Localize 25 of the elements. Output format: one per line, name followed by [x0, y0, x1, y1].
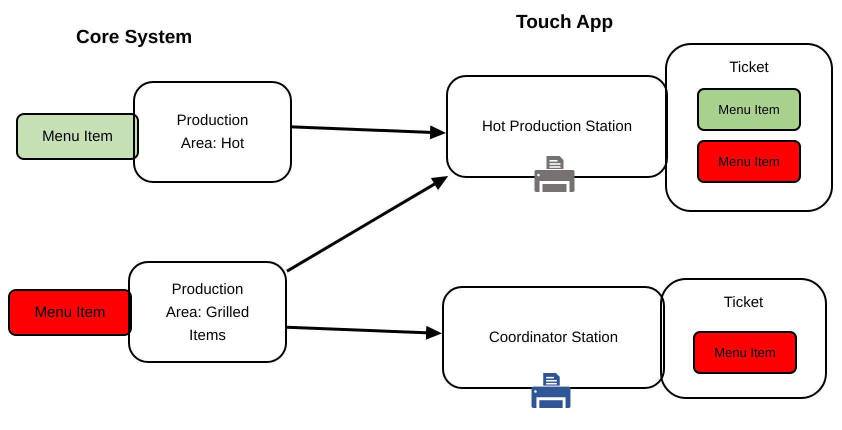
section-heading: Touch App: [516, 11, 614, 35]
arrow: [292, 125, 446, 140]
menu-item-tag: [16, 113, 139, 160]
arrow: [286, 326, 442, 340]
process-box: [133, 81, 292, 183]
ticket-heading: Ticket: [724, 293, 764, 312]
node-label: Hot Production Station: [482, 117, 632, 136]
node-label: Production Area: Hot: [176, 111, 250, 154]
ticket-panel: [660, 278, 827, 399]
ticket-heading: Ticket: [729, 58, 769, 77]
arrow: [286, 176, 448, 272]
node-label: Menu Item: [718, 153, 780, 170]
node-label: Coordinator Station: [488, 328, 618, 347]
section-heading: Core System: [76, 26, 192, 50]
node-label: Menu Item: [718, 101, 780, 118]
process-box: [128, 261, 287, 363]
ticket-panel: [665, 43, 833, 212]
menu-item-tag: [693, 331, 797, 374]
menu-item-tag: [697, 140, 801, 183]
menu-item-tag: [8, 289, 132, 336]
node-label: Menu Item: [42, 127, 113, 146]
node-label: Menu Item: [714, 344, 776, 361]
node-label: Production Area: Grilled Items: [164, 280, 250, 346]
node-label: Menu Item: [34, 303, 106, 322]
menu-item-tag: [697, 88, 801, 131]
